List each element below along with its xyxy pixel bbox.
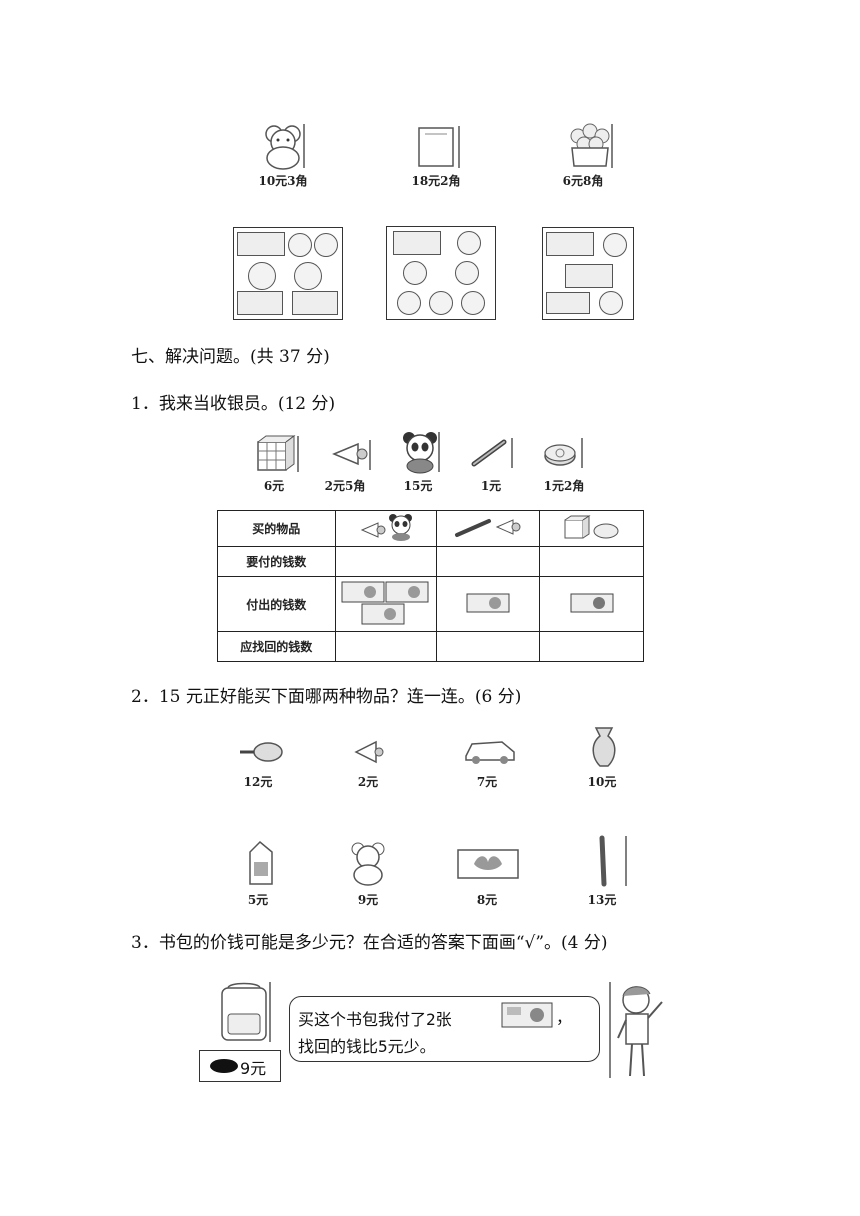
price-label: 6元 [263,479,285,493]
money-box-2 [386,226,496,320]
price-label: 10元 [587,775,617,789]
price-label: 10元3角 [258,174,308,188]
cashier-table: 买的物品 要付的钱数 付出的钱数 [217,510,644,662]
q1-title: 1．我来当收银员。(12 分) [131,394,336,414]
price-tag-text: 9元 [240,1059,267,1078]
pencil-case-icon [457,849,519,879]
rubiks-cube-icon [257,435,299,472]
section-seven-title: 七、解决问题。(共 37 分) [131,347,330,367]
flute-icon [599,835,627,887]
coin-icon [288,233,312,257]
bubble-line-1: 买这个书包我付了2张 [298,1010,452,1029]
coin-icon [603,233,627,257]
panda-toy-icon [403,432,440,474]
price-label: 12元 [243,775,273,789]
price-label: 9元 [357,893,379,907]
coin-icon [429,291,453,315]
coin-icon [457,231,481,255]
cake-icon [570,123,613,168]
pen-icon [471,438,513,468]
purchase-cell [539,510,644,547]
coin-icon [397,291,421,315]
answer-cell[interactable] [539,631,644,662]
banknote-icon [570,593,614,612]
coin-icon [599,291,623,315]
toy-car-icon [465,741,515,764]
row-label: 付出的钱数 [217,576,336,632]
notebook-icon [418,126,460,168]
price-label: 2元 [357,775,379,789]
price-label: 5元 [247,893,269,907]
bubble-line-2: 找回的钱比5元少。 [298,1037,436,1056]
payment-cell [334,576,438,632]
price-label: 13元 [587,893,617,907]
shuttlecock-icon [354,740,384,764]
shuttlecock-icon [360,522,386,538]
banknote-icon [237,232,285,256]
mooncake-icon [544,438,583,468]
price-label: 1元 [480,479,502,493]
boy-character-icon [609,982,663,1078]
coin-icon [314,233,338,257]
coin-icon [248,262,276,290]
banknote-icon [466,593,510,612]
price-label: 8元 [476,893,498,907]
row-label: 要付的钱数 [217,546,336,577]
panda-toy-icon [389,514,412,541]
vase-icon [592,727,616,767]
row-label: 买的物品 [217,510,336,547]
hidden-digit-blot [210,1059,238,1073]
banknote-icon [237,291,283,315]
price-label: 2元5角 [324,479,366,493]
price-label: 6元8角 [562,174,604,188]
purchase-cell [334,510,438,547]
q2-title: 2．15 元正好能买下面哪两种物品？连一连。(6 分) [131,687,522,707]
answer-cell[interactable] [334,546,438,577]
answer-cell[interactable] [539,546,644,577]
rubiks-cube-icon [564,515,591,539]
coin-icon [461,291,485,315]
banknote-icon [565,264,613,288]
payment-cell [436,576,541,632]
banknote-icon [393,231,441,255]
answer-cell[interactable] [436,546,541,577]
shuttlecock-icon [496,519,521,535]
banknote-icon [546,232,594,256]
q3-title: 3．书包的价钱可能是多少元？在合适的答案下面画“√”。(4 分) [131,933,608,953]
coin-icon [403,261,427,285]
pen-icon [455,519,492,537]
banknote-icon [546,292,590,314]
answer-cell[interactable] [334,631,438,662]
price-label: 15元 [403,479,433,493]
purchase-cell [436,510,541,547]
schoolbag-icon [221,982,271,1042]
row-label: 应找回的钱数 [217,631,336,662]
price-label: 1元2角 [543,479,585,493]
banknote-icon [292,291,338,315]
mooncake-icon [593,523,619,539]
money-box-3 [542,227,634,320]
teddy-bear-icon [351,842,385,886]
coin-icon [455,261,479,285]
banknote-icon [501,1002,553,1028]
price-label: 18元2角 [411,174,461,188]
price-tag: 9元 [199,1050,281,1082]
answer-cell[interactable] [436,631,541,662]
money-box-1 [233,227,343,320]
banknote-icon [341,581,429,624]
price-label: 7元 [476,775,498,789]
racket-icon [240,742,283,762]
milk-carton-icon [249,840,273,885]
payment-cell [539,576,644,632]
speech-bubble: 买这个书包我付了2张 ， 找回的钱比5元少。 [289,996,600,1062]
shuttlecock-icon [332,440,371,470]
bubble-comma: ， [556,1008,573,1027]
teddy-bear-icon [265,124,305,170]
coin-icon [294,262,322,290]
